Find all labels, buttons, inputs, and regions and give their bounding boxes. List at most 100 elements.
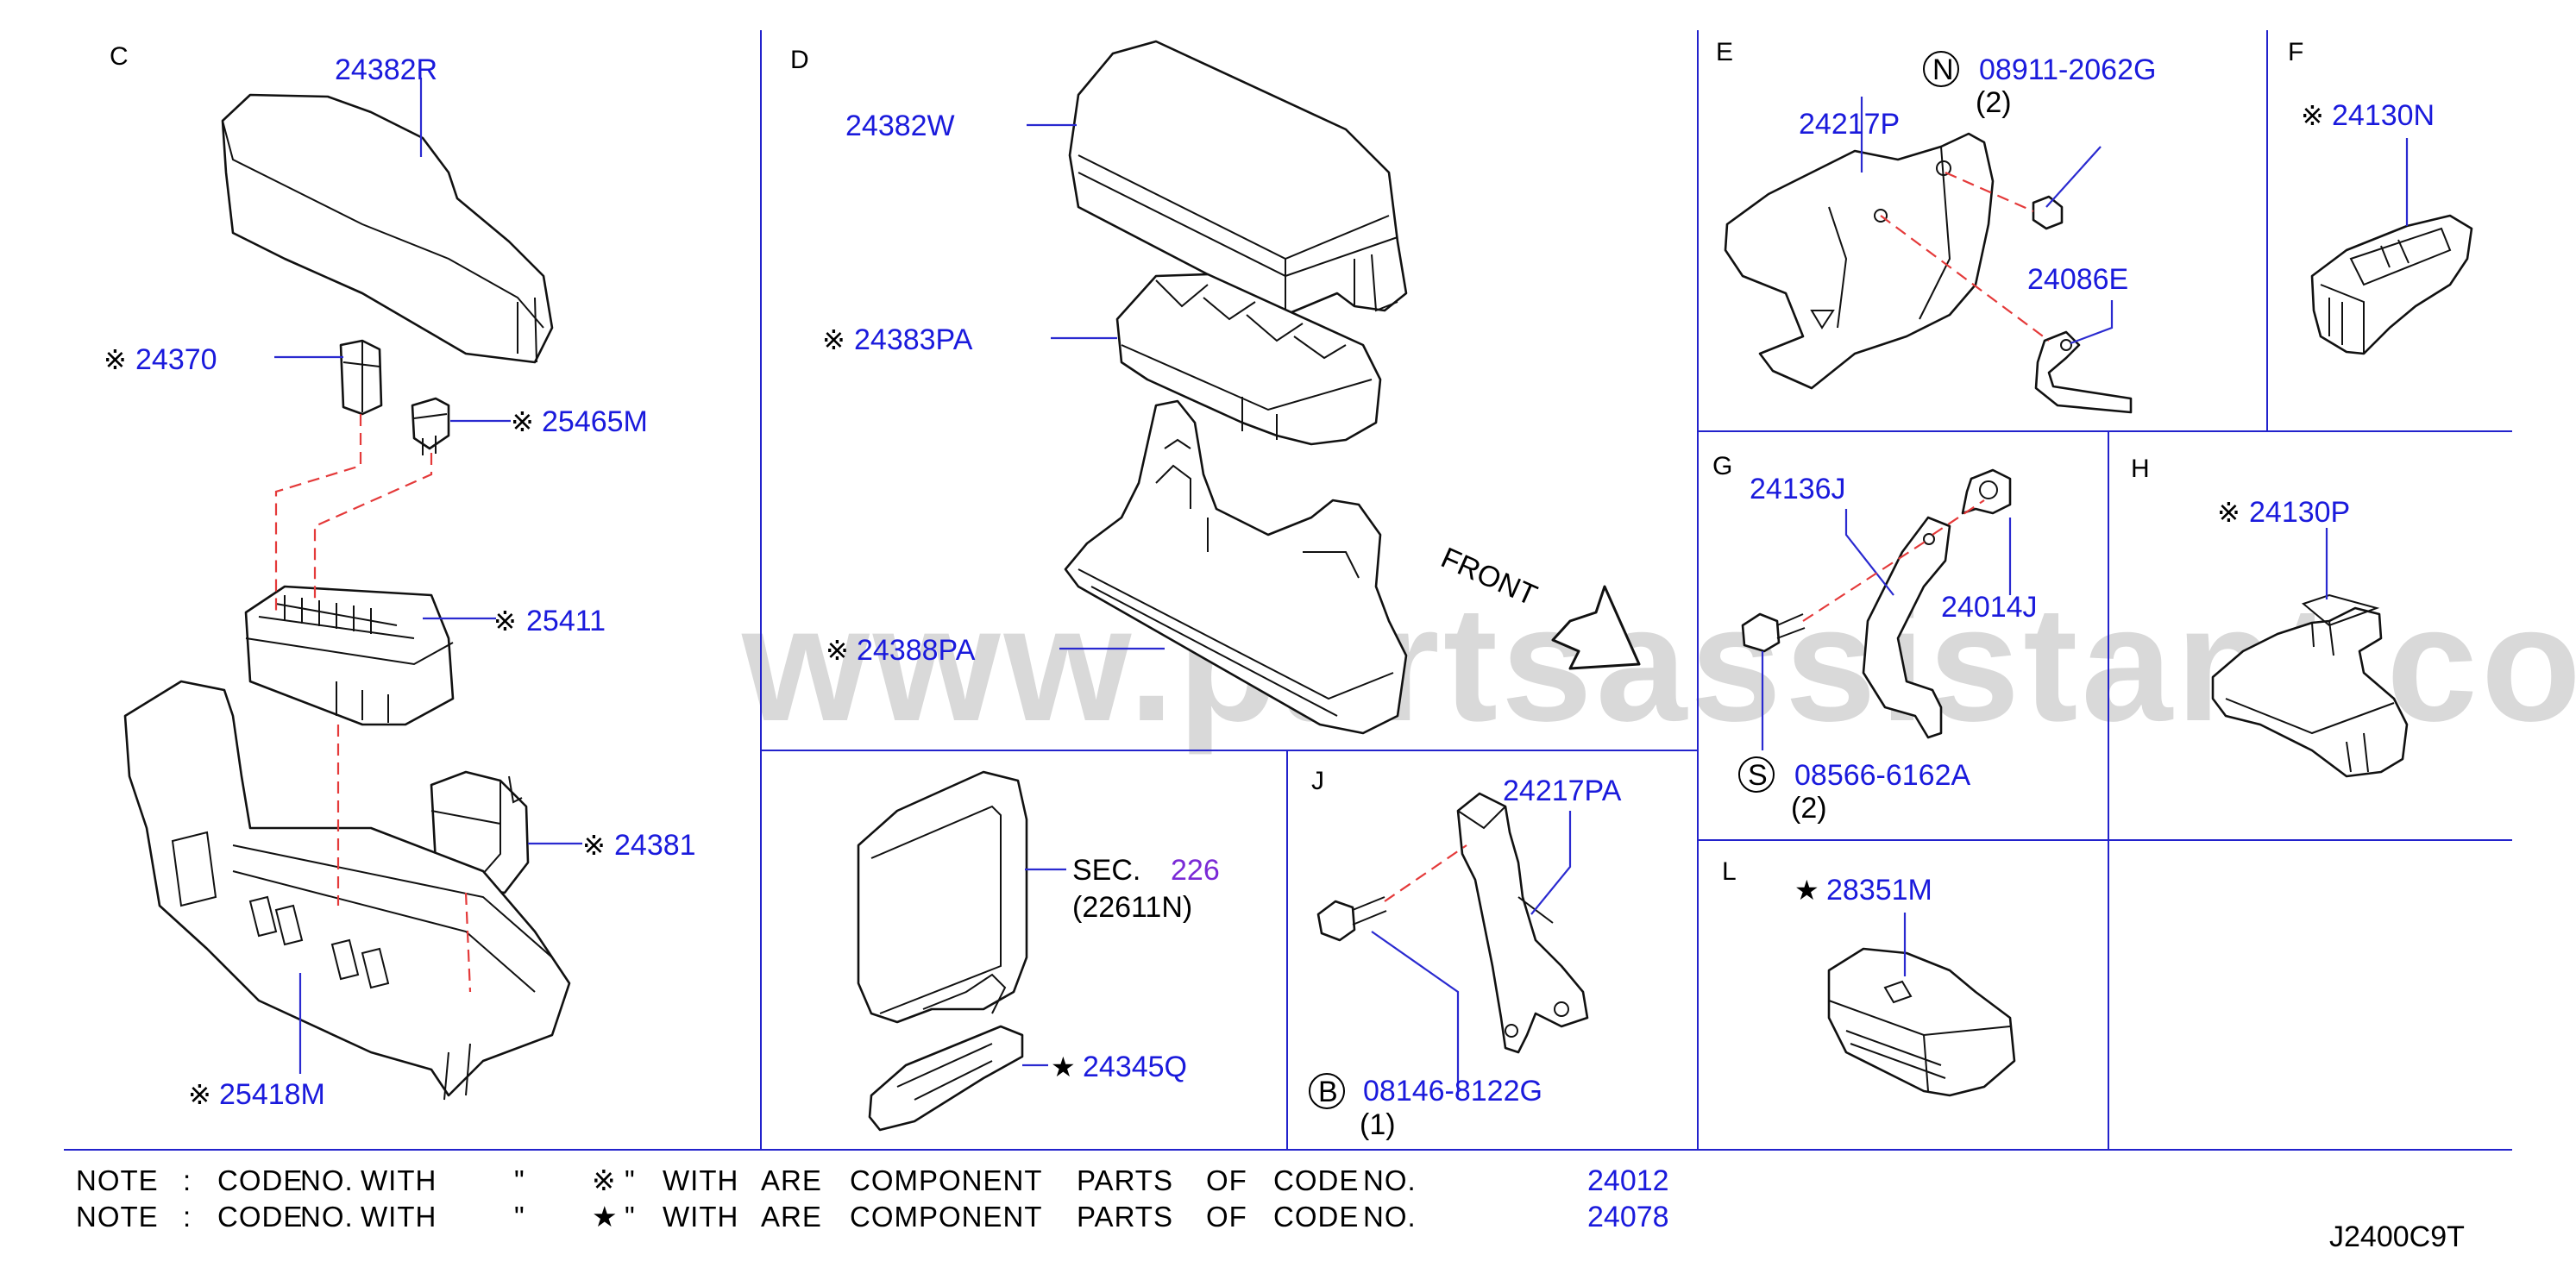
part-number-25465m: 25465M [542, 405, 648, 438]
section-l-drawing [1827, 947, 2016, 1097]
section-e-drawing [1724, 132, 2133, 414]
circle-symbol-n [1923, 51, 1959, 87]
note-2-word: OF [1206, 1201, 1247, 1233]
note-2-word: PARTS [1077, 1201, 1173, 1233]
component-mark-24130n: ※ [2301, 100, 2324, 131]
circle-symbol-b [1309, 1073, 1345, 1109]
part-number-25418m: 25418M [219, 1078, 325, 1111]
part-number-24130p: 24130P [2249, 496, 2350, 529]
quantity-08911-2062g: (2) [1976, 86, 2012, 119]
part-number-24136j: 24136J [1750, 473, 1846, 505]
section-letter-l: L [1722, 857, 1737, 886]
note-2-word: NO. [1363, 1201, 1417, 1233]
note-2-word: ARE [761, 1201, 822, 1233]
section-h-drawing [2211, 593, 2409, 778]
part-number-24014j: 24014J [1941, 591, 2038, 624]
component-mark-24388pa: ※ [826, 635, 849, 666]
component-mark-25411: ※ [493, 605, 517, 637]
note-1-word: OF [1206, 1164, 1247, 1196]
component-mark-25465m: ※ [511, 406, 534, 437]
section-d-drawing [857, 40, 1641, 1132]
note-2-symbol: ★ [592, 1201, 619, 1233]
note-1-word: PARTS [1077, 1164, 1173, 1196]
section-d-leaders [1022, 123, 1165, 1067]
section-letter-j: J [1311, 767, 1324, 795]
note-1-word: WITH [663, 1164, 738, 1196]
note-1-word: " [625, 1164, 636, 1196]
note-1-word: ARE [761, 1164, 822, 1196]
note-1-word: : [183, 1164, 192, 1196]
section-letter-c: C [110, 42, 129, 71]
section-letter-g: G [1712, 452, 1732, 480]
component-mark-24381: ※ [582, 830, 606, 861]
section-letter-f: F [2288, 38, 2303, 66]
note-1-word: NOTE [76, 1164, 159, 1196]
section-grid [64, 30, 2512, 1151]
note-1-word: COMPONENT [850, 1164, 1043, 1196]
note-1-symbol: ※ [592, 1164, 617, 1196]
part-number-24217pa: 24217PA [1503, 775, 1622, 807]
diagram-id: J2400C9T [2329, 1220, 2465, 1253]
section-c-leaders [274, 78, 582, 1074]
section-letter-d: D [790, 46, 809, 74]
note-1-code: 24012 [1587, 1164, 1669, 1197]
part-number-24086e: 24086E [2027, 263, 2128, 296]
symbol-n: N [1932, 53, 1954, 86]
note-1-word: NO. [300, 1164, 354, 1196]
component-mark-25418m: ※ [188, 1079, 211, 1110]
section-f-drawing [2310, 214, 2473, 355]
section-c-drawing [123, 93, 571, 1101]
note-1-word: NO. [1363, 1164, 1417, 1196]
note-2-word: " [514, 1201, 525, 1233]
component-mark-24383pa: ※ [822, 324, 845, 355]
symbol-b: B [1318, 1076, 1338, 1108]
note-2-word: CODE [1273, 1201, 1359, 1233]
note-2-word: WITH [663, 1201, 738, 1233]
section-letter-e: E [1716, 38, 1733, 66]
part-number-28351m: 28351M [1826, 874, 1932, 907]
symbol-s: S [1748, 759, 1768, 792]
component-mark-24130p: ※ [2217, 497, 2240, 528]
section-g-leaders [1761, 499, 2012, 750]
component-mark-24370: ※ [104, 344, 127, 375]
section-j-leaders [1371, 811, 1572, 1095]
section-ref-label: SEC. [1072, 854, 1140, 887]
part-number-24382w: 24382W [845, 110, 955, 142]
section-ref-part: (22611N) [1072, 891, 1192, 924]
section-g-drawing [1741, 468, 2012, 739]
section-e-leaders [1860, 97, 2114, 345]
part-number-24388pa: 24388PA [857, 634, 976, 667]
part-number-24382r: 24382R [335, 53, 437, 86]
part-number-24217p: 24217P [1799, 108, 1900, 141]
section-j-drawing [1316, 792, 1589, 1054]
note-1-word: WITH [361, 1164, 437, 1196]
part-number-25411: 25411 [526, 605, 606, 637]
section-letter-h: H [2131, 455, 2150, 483]
note-1-word: CODE [217, 1164, 303, 1196]
part-number-24130n: 24130N [2332, 99, 2435, 132]
quantity-08146-8122g: (1) [1360, 1108, 1396, 1141]
note-2-word: NOTE [76, 1201, 159, 1233]
note-2-word: WITH [361, 1201, 437, 1233]
component-mark-24345q: ★ [1051, 1051, 1076, 1082]
section-ref-link[interactable]: 226 [1171, 854, 1220, 887]
part-number-08911-2062g: 08911-2062G [1979, 53, 2156, 86]
note-2-word: : [183, 1201, 192, 1233]
part-number-24383pa: 24383PA [854, 323, 973, 356]
note-2-word: " [625, 1201, 636, 1233]
component-mark-28351m: ★ [1794, 875, 1819, 906]
circle-symbol-s [1738, 756, 1775, 793]
note-1-word: CODE [1273, 1164, 1359, 1196]
note-2-word: CODE [217, 1201, 303, 1233]
part-number-08146-8122g: 08146-8122G [1363, 1075, 1542, 1107]
part-number-24370: 24370 [135, 343, 217, 376]
part-number-08566-6162a: 08566-6162A [1794, 759, 1971, 792]
quantity-08566-6162a: (2) [1791, 792, 1827, 825]
note-1-word: " [514, 1164, 525, 1196]
note-2-word: NO. [300, 1201, 354, 1233]
part-number-24381: 24381 [614, 829, 696, 862]
note-2-word: COMPONENT [850, 1201, 1043, 1233]
note-2-code: 24078 [1587, 1201, 1669, 1233]
